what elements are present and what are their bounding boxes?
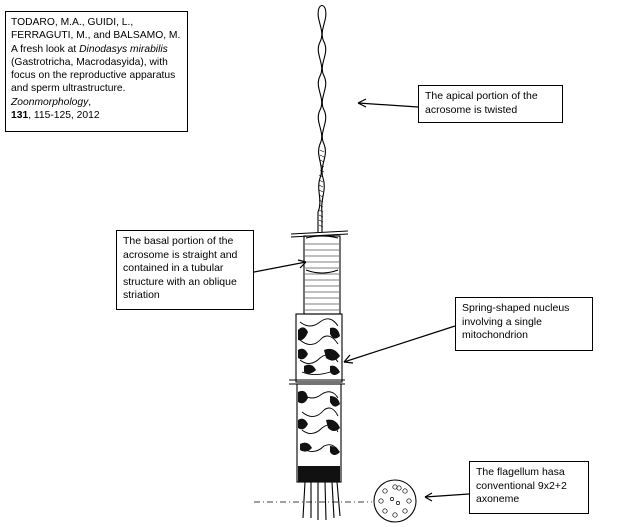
label-basal-acrosome: The basal portion of the acrosome is str…	[116, 230, 254, 310]
label-flagellum-text: The flagellum hasa conventional 9x2+2 ax…	[476, 466, 567, 506]
citation-pages-year: , 115-125, 2012	[28, 110, 100, 122]
flagellum-fibres	[302, 481, 341, 521]
citation-title-post: (Gastrotricha, Macrodasyida), with focus…	[11, 56, 176, 95]
tubular-structure	[303, 235, 341, 315]
label-apical-acrosome: The apical portion of the acrosome is tw…	[418, 85, 563, 123]
label-nucleus: Spring-shaped nucleus involving a single…	[455, 297, 593, 351]
arrow-nucleus	[343, 325, 456, 363]
arrow-basal	[253, 261, 307, 273]
label-nucleus-text: Spring-shaped nucleus involving a single…	[462, 302, 570, 342]
label-flagellum: The flagellum hasa conventional 9x2+2 ax…	[469, 461, 589, 514]
nucleus-region	[295, 313, 343, 383]
label-apical-text: The apical portion of the acrosome is tw…	[425, 90, 538, 116]
citation-box: TODARO, M.A., GUIDI, L., FERRAGUTI, M., …	[5, 11, 188, 132]
citation-title-pre: A fresh look at	[11, 43, 80, 55]
apical-acrosome	[317, 7, 327, 232]
arrow-apical	[357, 102, 419, 108]
label-basal-text: The basal portion of the acrosome is str…	[123, 235, 238, 302]
citation-volume: 131	[11, 110, 29, 122]
citation-genus: Dinodasys mirabilis	[79, 43, 168, 55]
arrow-flagellum	[424, 493, 470, 498]
citation-journal: Zoonmorphology	[11, 96, 89, 108]
axoneme-cross-section	[373, 479, 417, 523]
axoneme-doublets	[378, 484, 412, 518]
citation-authors: TODARO, M.A., GUIDI, L., FERRAGUTI, M., …	[11, 17, 181, 42]
